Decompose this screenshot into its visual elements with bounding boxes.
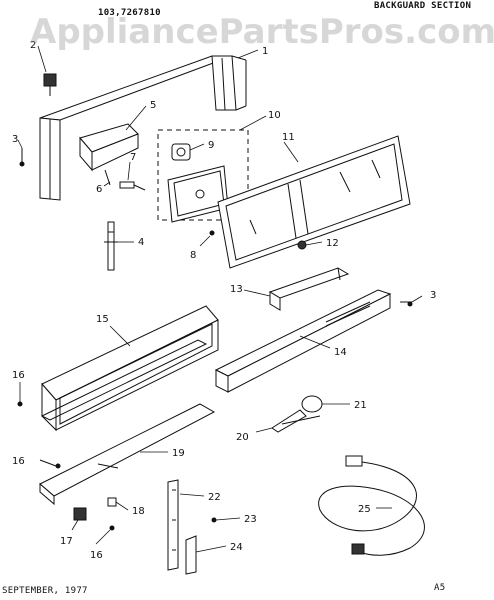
callout-7: 7	[130, 152, 136, 163]
callout-24: 24	[230, 542, 243, 553]
callout-16-top: 16	[12, 370, 25, 381]
wire-connector	[73, 507, 87, 521]
callout-2: 2	[30, 40, 36, 51]
lower-bracket	[39, 403, 216, 506]
callout-6: 6	[96, 184, 102, 195]
callout-15: 15	[96, 314, 109, 325]
terminal-clip	[107, 497, 117, 507]
callout-3: 3	[12, 134, 18, 145]
callout-21: 21	[354, 400, 367, 411]
callout-16-mid: 16	[12, 456, 25, 467]
part-number: 103,7267810	[98, 8, 161, 18]
clock-screw	[209, 230, 215, 236]
callout-12: 12	[326, 238, 339, 249]
strip-screw	[211, 517, 217, 523]
callout-11: 11	[282, 132, 295, 143]
callout-20: 20	[236, 432, 249, 443]
callout-17: 17	[60, 536, 73, 547]
power-cord	[318, 455, 425, 556]
callout-8: 8	[190, 250, 196, 261]
callout-16-bottom: 16	[90, 550, 103, 561]
small-bracket	[185, 535, 197, 575]
mounting-strip	[104, 221, 118, 271]
callout-18: 18	[132, 506, 145, 517]
callout-9: 9	[208, 140, 214, 151]
callout-numbers: 1 2 3 4 5 6 7 8 9 10 11 12 13 3 14 15 16…	[12, 40, 436, 561]
callout-23: 23	[244, 514, 257, 525]
callout-leaders	[17, 45, 423, 553]
callout-25: 25	[358, 504, 371, 515]
screw-right	[400, 301, 413, 307]
callout-10: 10	[268, 110, 281, 121]
callout-3-right: 3	[430, 290, 436, 301]
spacer-parts	[104, 169, 146, 191]
callout-13: 13	[230, 284, 243, 295]
handle-part	[268, 267, 350, 311]
callout-19: 19	[172, 448, 185, 459]
section-title: BACKGUARD SECTION	[374, 1, 472, 11]
backguard-top-rail	[39, 55, 247, 201]
rear-panel	[40, 305, 219, 432]
callout-5: 5	[150, 100, 156, 111]
lamp-assembly	[271, 395, 323, 433]
vertical-strip	[167, 479, 179, 571]
window-nut	[297, 240, 307, 250]
clip-part	[43, 73, 57, 96]
watermark: AppliancePartsPros.com	[30, 12, 494, 52]
callout-22: 22	[208, 492, 221, 503]
screw-left	[19, 148, 25, 167]
footer-date: SEPTEMBER, 1977	[2, 586, 88, 596]
footer-page: A5	[434, 583, 446, 593]
bracket-part	[79, 123, 139, 172]
clock-part	[167, 165, 229, 223]
callout-14: 14	[334, 347, 347, 358]
callout-1: 1	[262, 46, 268, 57]
window-panel	[217, 135, 411, 269]
control-rail	[214, 289, 392, 393]
callout-4: 4	[138, 237, 144, 248]
clock-knob	[171, 143, 191, 161]
